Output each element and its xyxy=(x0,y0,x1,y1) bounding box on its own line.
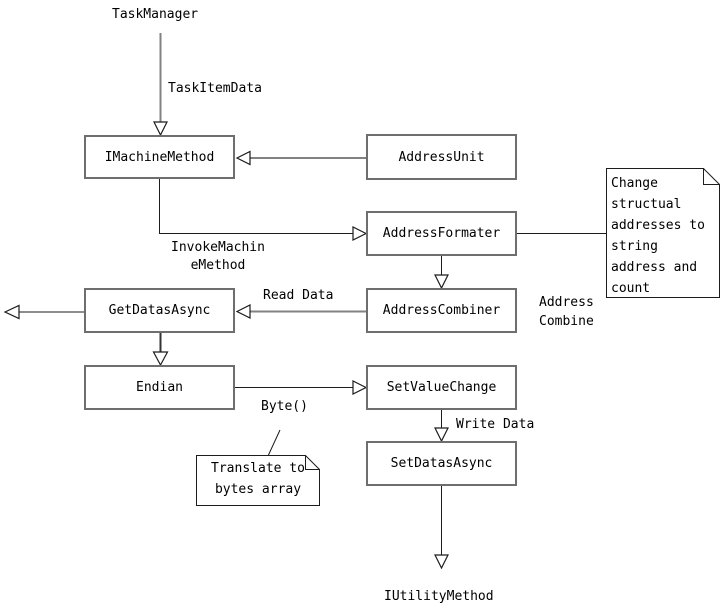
edge-note-byteline xyxy=(267,429,281,457)
note-translate-bytes: Translate to bytes array xyxy=(211,461,305,497)
label-writedata: Write Data xyxy=(456,417,535,432)
node-label: AddressCombiner xyxy=(382,303,501,318)
arrowhead-right-setvaluechange xyxy=(352,380,368,395)
node-addressunit: AddressUnit xyxy=(366,134,517,180)
label-readdata: Read Data xyxy=(263,288,334,303)
label-invokemachinemethod: InvokeMachin eMethod xyxy=(171,240,265,273)
edge-imachinemethod-addressformater xyxy=(159,179,353,234)
arrowhead-left-imachinemethod xyxy=(235,150,251,166)
node-label: Endian xyxy=(136,380,183,395)
label-taskitemdata: TaskItemData xyxy=(168,81,262,96)
node-label: AddressUnit xyxy=(398,149,485,165)
node-label: SetValueChange xyxy=(386,380,497,395)
label-addresscombine: Address Combine xyxy=(539,295,594,329)
arrowhead-down-setdatasasync xyxy=(434,427,449,443)
node-addresscombiner: AddressCombiner xyxy=(366,288,517,333)
node-getdatasasync: GetDatasAsync xyxy=(84,288,235,333)
arrowhead-down-imachinemethod xyxy=(153,121,168,137)
note-fold-icon xyxy=(305,455,320,470)
node-label: AddressFormater xyxy=(382,226,501,241)
note-shape-change-addresses xyxy=(606,168,720,298)
arrowhead-down-endian xyxy=(152,351,169,367)
arrowhead-left-getdatasasync xyxy=(235,304,251,319)
label-taskmanager: TaskManager xyxy=(112,7,199,22)
node-setdatasasync: SetDatasAsync xyxy=(366,441,517,486)
label-iutilitymethod: IUtilityMethod xyxy=(384,589,494,604)
node-imachinemethod: IMachineMethod xyxy=(84,135,235,179)
arrowhead-down-iutilitymethod xyxy=(434,554,449,570)
arrowhead-left-west xyxy=(3,304,20,320)
note-shape-translate-bytes xyxy=(196,455,320,506)
node-label: GetDatasAsync xyxy=(108,303,211,318)
node-endian: Endian xyxy=(84,365,235,410)
arrowhead-right-addressformater xyxy=(352,226,368,241)
arrowhead-down-addresscombiner xyxy=(434,274,449,290)
node-label: SetDatasAsync xyxy=(390,456,493,471)
node-setvaluechange: SetValueChange xyxy=(366,365,517,410)
node-label: IMachineMethod xyxy=(104,149,215,165)
node-addressformater: AddressFormater xyxy=(366,211,517,256)
label-byte: Byte() xyxy=(261,399,308,414)
note-change-addresses: Change structual addresses to string add… xyxy=(611,176,705,296)
note-fold-icon xyxy=(703,168,720,185)
